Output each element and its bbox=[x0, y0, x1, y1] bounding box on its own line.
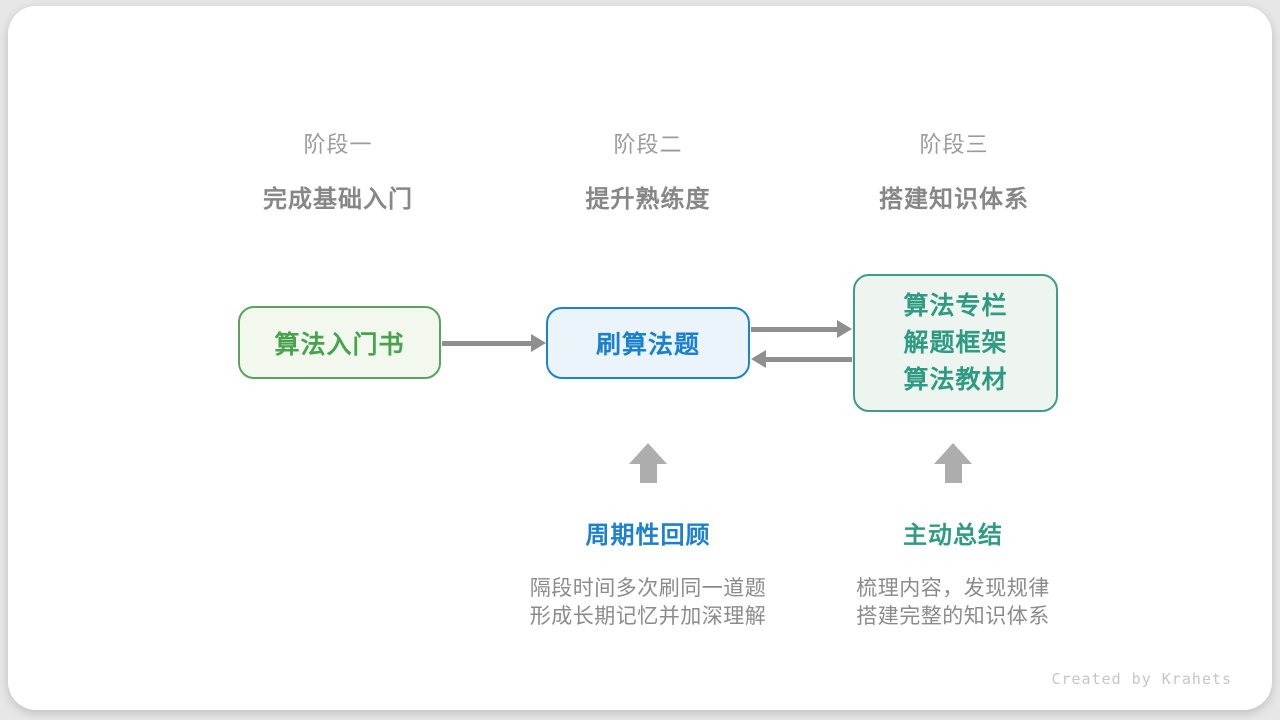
annotation-summary-title: 主动总结 bbox=[903, 522, 1003, 549]
stage-2-subtitle: 提升熟练度 bbox=[585, 186, 711, 213]
node-intro-book-label: 算法入门书 bbox=[274, 330, 405, 359]
node-knowledge-resources: 算法专栏 解题框架 算法教材 bbox=[853, 274, 1058, 412]
stage-1-subtitle: 完成基础入门 bbox=[263, 186, 413, 213]
annotation-review-desc-line-2: 形成长期记忆并加深理解 bbox=[529, 605, 767, 628]
up-arrow-icon bbox=[934, 443, 972, 483]
node-practice-problems-label: 刷算法题 bbox=[595, 331, 700, 359]
node-resources-line-2: 解题框架 bbox=[903, 328, 1008, 357]
arrow-left-icon bbox=[751, 350, 852, 368]
node-resources-line-1: 算法专栏 bbox=[903, 291, 1008, 320]
arrow-head-left bbox=[751, 350, 766, 368]
arrow-shaft bbox=[751, 326, 837, 332]
node-practice-problems: 刷算法题 bbox=[546, 307, 750, 379]
annotation-summary-desc-line-1: 梳理内容，发现规律 bbox=[856, 577, 1050, 600]
arrow-head-right bbox=[837, 320, 852, 338]
diagram-card: 阶段一 完成基础入门 阶段二 提升熟练度 阶段三 搭建知识体系 算法入门书 刷算… bbox=[8, 6, 1272, 710]
arrow-shaft bbox=[442, 340, 531, 346]
stage-3-label: 阶段三 bbox=[919, 132, 989, 157]
annotation-active-summary: 主动总结 梳理内容，发现规律 搭建完整的知识体系 bbox=[793, 515, 1113, 631]
credit-text: Created by Krahets bbox=[1051, 670, 1232, 688]
arrow-right-icon bbox=[442, 334, 546, 352]
annotation-summary-description: 梳理内容，发现规律 搭建完整的知识体系 bbox=[793, 575, 1113, 631]
stage-3-subtitle: 搭建知识体系 bbox=[879, 186, 1029, 213]
node-resources-line-3: 算法教材 bbox=[903, 365, 1008, 394]
node-intro-book: 算法入门书 bbox=[238, 306, 441, 379]
up-arrow-stem bbox=[639, 464, 657, 483]
up-arrow-head bbox=[629, 443, 667, 464]
annotation-review-description: 隔段时间多次刷同一道题 形成长期记忆并加深理解 bbox=[488, 575, 808, 631]
annotation-periodic-review: 周期性回顾 隔段时间多次刷同一道题 形成长期记忆并加深理解 bbox=[488, 515, 808, 631]
stage-1-header: 阶段一 完成基础入门 bbox=[208, 127, 468, 214]
up-arrow-head bbox=[934, 443, 972, 464]
arrow-head-right bbox=[531, 334, 546, 352]
arrow-right-icon bbox=[751, 320, 852, 338]
annotation-summary-desc-line-2: 搭建完整的知识体系 bbox=[856, 605, 1050, 628]
up-arrow-icon bbox=[629, 443, 667, 483]
stage-2-label: 阶段二 bbox=[613, 132, 683, 157]
annotation-review-title: 周期性回顾 bbox=[585, 522, 711, 549]
stage-3-header: 阶段三 搭建知识体系 bbox=[824, 127, 1084, 214]
stage-2-header: 阶段二 提升熟练度 bbox=[518, 127, 778, 214]
stage-1-label: 阶段一 bbox=[303, 132, 373, 157]
up-arrow-stem bbox=[944, 464, 962, 483]
arrow-shaft bbox=[766, 356, 852, 362]
annotation-review-desc-line-1: 隔段时间多次刷同一道题 bbox=[529, 577, 767, 600]
